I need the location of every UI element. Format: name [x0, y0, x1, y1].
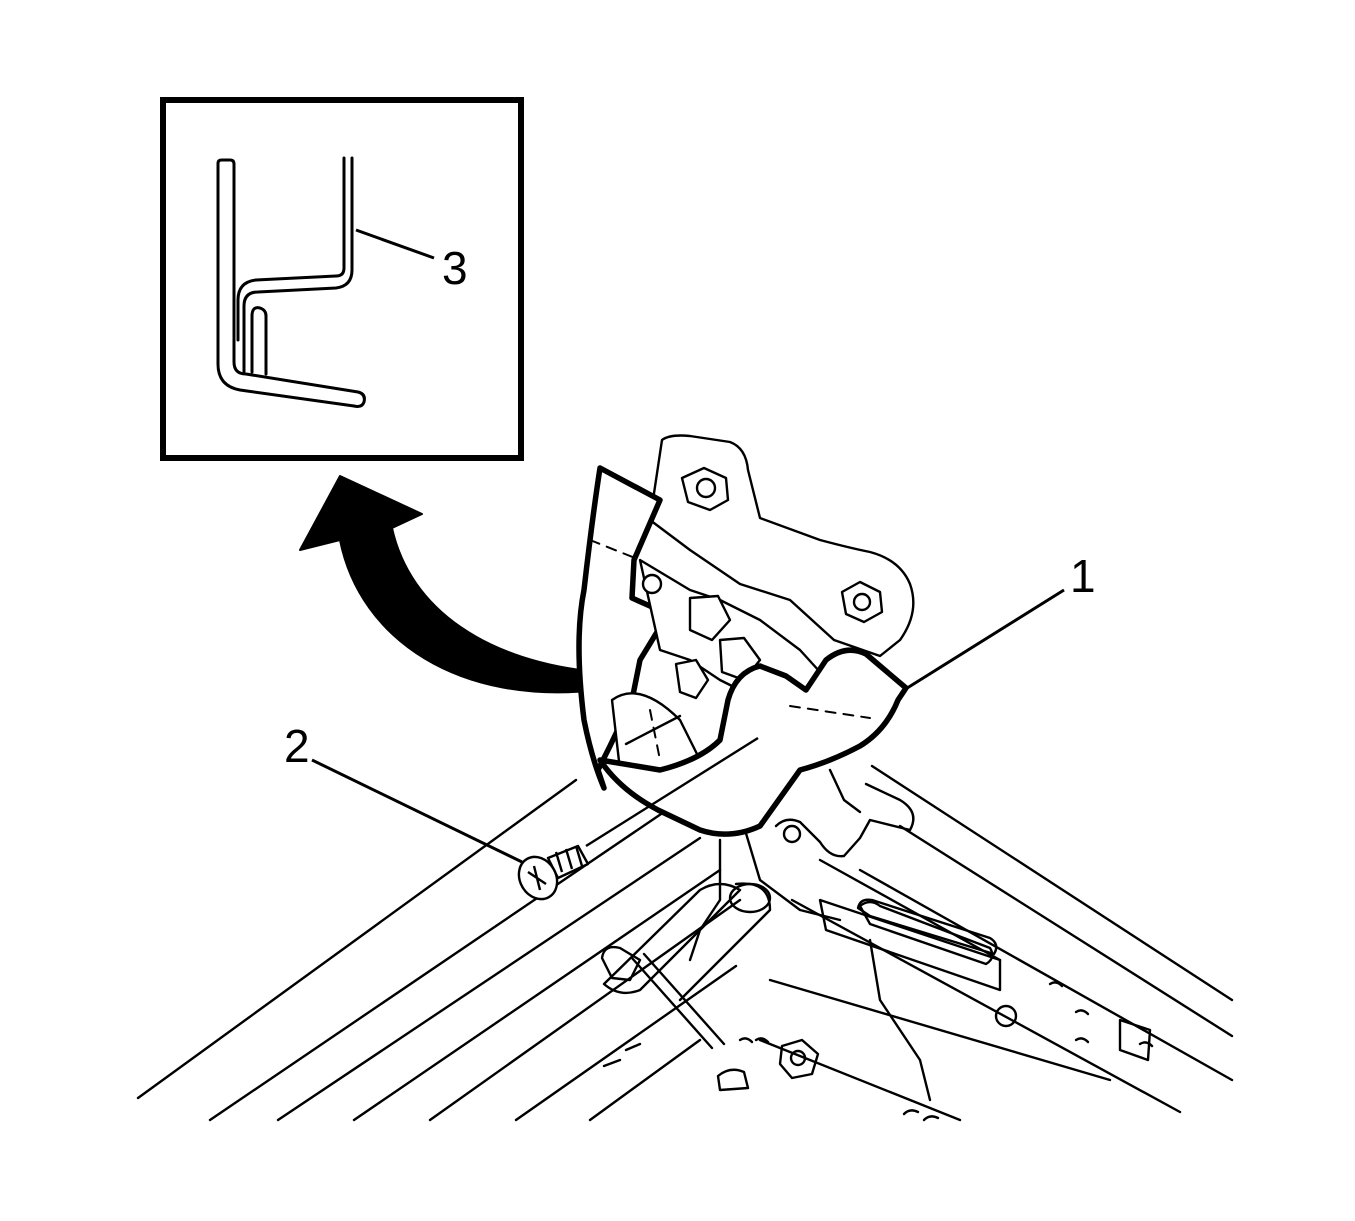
leader-line-1 — [903, 588, 1065, 692]
callout-label-3: 3 — [442, 242, 468, 294]
callout-label-1: 1 — [1070, 550, 1096, 602]
detail-inset: 3 — [160, 97, 524, 461]
recliner-cover — [576, 434, 915, 858]
callout-label-2: 2 — [284, 720, 310, 772]
leader-line-2 — [311, 758, 523, 864]
screw-axis-line — [585, 736, 759, 848]
flange-section — [216, 156, 366, 408]
curved-arrow-icon — [299, 475, 599, 694]
leader-line-3 — [355, 228, 435, 260]
screw-icon — [517, 844, 590, 901]
